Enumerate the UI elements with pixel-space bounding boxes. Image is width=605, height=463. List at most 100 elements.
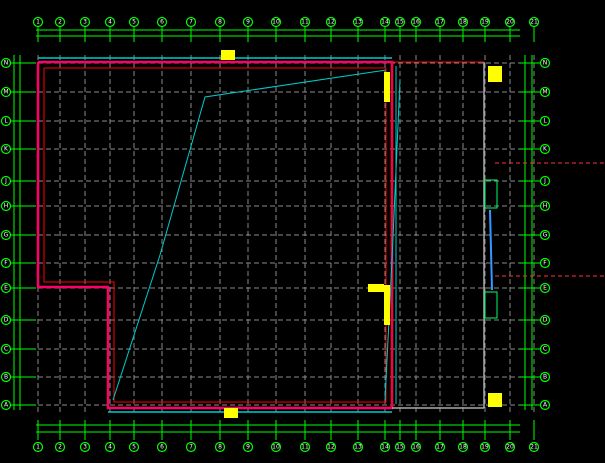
axis-bubble: K [539, 143, 551, 155]
axis-bubble: D [539, 314, 551, 326]
axis-bubble: C [0, 343, 12, 355]
axis-label: 5 [132, 444, 136, 451]
axis-label: 7 [189, 19, 193, 26]
axis-label: D [543, 317, 548, 324]
axis-label: 19 [481, 444, 489, 451]
axis-label: J [4, 178, 7, 185]
axis-bubble: 4 [104, 16, 116, 28]
axis-bubble: 20 [504, 441, 516, 453]
equipment-frames [484, 179, 498, 319]
axis-bubble: 3 [79, 16, 91, 28]
pipe-run-1 [112, 69, 387, 401]
axis-bubble: 15 [394, 441, 406, 453]
axis-label: 11 [301, 444, 309, 451]
axis-bubble: 14 [379, 441, 391, 453]
axis-label: D [4, 317, 9, 324]
axis-label: 12 [327, 444, 335, 451]
axis-bubble: E [539, 282, 551, 294]
axis-bubble: 12 [325, 16, 337, 28]
axis-label: K [543, 146, 548, 153]
axis-label: B [4, 374, 8, 381]
equipment [488, 393, 502, 407]
axis-label: 5 [132, 19, 136, 26]
axis-label: 16 [412, 19, 420, 26]
axis-bubble: K [0, 143, 12, 155]
axis-label: K [4, 146, 9, 153]
equipment [488, 66, 502, 82]
axis-bubble: 17 [434, 441, 446, 453]
axis-bubble: 1 [32, 16, 44, 28]
axis-bubble: 10 [270, 441, 282, 453]
axis-bubble: 15 [394, 16, 406, 28]
pipe-runs [112, 69, 493, 401]
axis-label: 4 [108, 444, 112, 451]
axis-bubble: 16 [410, 16, 422, 28]
equipment-blocks [221, 50, 502, 418]
axis-bubble: 11 [299, 441, 311, 453]
axis-bubble: H [0, 200, 12, 212]
axis-label: 15 [396, 444, 404, 451]
axis-bubble: 6 [156, 441, 168, 453]
axis-label: 17 [436, 19, 444, 26]
axis-bubble: G [0, 229, 12, 241]
axis-bubble: N [0, 57, 12, 69]
axis-label: A [543, 402, 548, 409]
axis-bubble: 18 [457, 16, 469, 28]
axis-label: 10 [272, 19, 280, 26]
axis-bubble: 9 [242, 441, 254, 453]
equipment [384, 285, 390, 325]
axis-bubble: A [539, 399, 551, 411]
axis-label: C [4, 346, 8, 353]
axis-label: E [4, 285, 8, 292]
axis-label: 11 [301, 19, 309, 26]
axis-bubble: 2 [54, 16, 66, 28]
axis-label: 12 [327, 19, 335, 26]
building-outline [36, 57, 485, 413]
section-marks [495, 162, 605, 277]
axis-bubble: D [0, 314, 12, 326]
axis-label: 3 [83, 444, 87, 451]
axis-bubble: 13 [352, 16, 364, 28]
axis-bubble: 9 [242, 16, 254, 28]
axis-bubble: 18 [457, 441, 469, 453]
axis-label: 14 [381, 19, 389, 26]
axis-label: M [542, 89, 547, 96]
axis-label: 18 [459, 444, 467, 451]
axis-label: 6 [160, 444, 164, 451]
axis-label: 1 [36, 444, 40, 451]
axis-label: 21 [530, 444, 538, 451]
axis-bubble: 10 [270, 16, 282, 28]
axis-label: 21 [530, 19, 538, 26]
axis-bubble: F [0, 257, 12, 269]
axis-bubble: 8 [214, 16, 226, 28]
axis-bubble: 6 [156, 16, 168, 28]
inner-outline [43, 67, 387, 403]
axis-label: 14 [381, 444, 389, 451]
axis-bubble: 14 [379, 16, 391, 28]
equipment [224, 408, 238, 418]
axis-label: F [543, 260, 547, 267]
axis-label: 20 [506, 19, 514, 26]
axis-label: 9 [246, 444, 250, 451]
axis-bubble: F [539, 257, 551, 269]
axis-label: H [4, 203, 9, 210]
axis-label: 4 [108, 19, 112, 26]
axis-label: 13 [354, 444, 362, 451]
axis-bubble: A [0, 399, 12, 411]
axis-bubble: 21 [528, 16, 540, 28]
axis-bubble: 5 [128, 441, 140, 453]
axis-bubble: J [539, 175, 551, 187]
axis-bubble: 21 [528, 441, 540, 453]
axis-bubble: J [0, 175, 12, 187]
axis-bubble: 7 [185, 441, 197, 453]
axis-label: 3 [83, 19, 87, 26]
axis-label: 19 [481, 19, 489, 26]
equipment [384, 72, 390, 102]
axis-bubble: 3 [79, 441, 91, 453]
pipe-run-3 [489, 209, 493, 291]
axis-bubble: M [539, 86, 551, 98]
grid-lines [30, 55, 535, 415]
axis-label: L [4, 118, 8, 125]
axis-label: 13 [354, 19, 362, 26]
